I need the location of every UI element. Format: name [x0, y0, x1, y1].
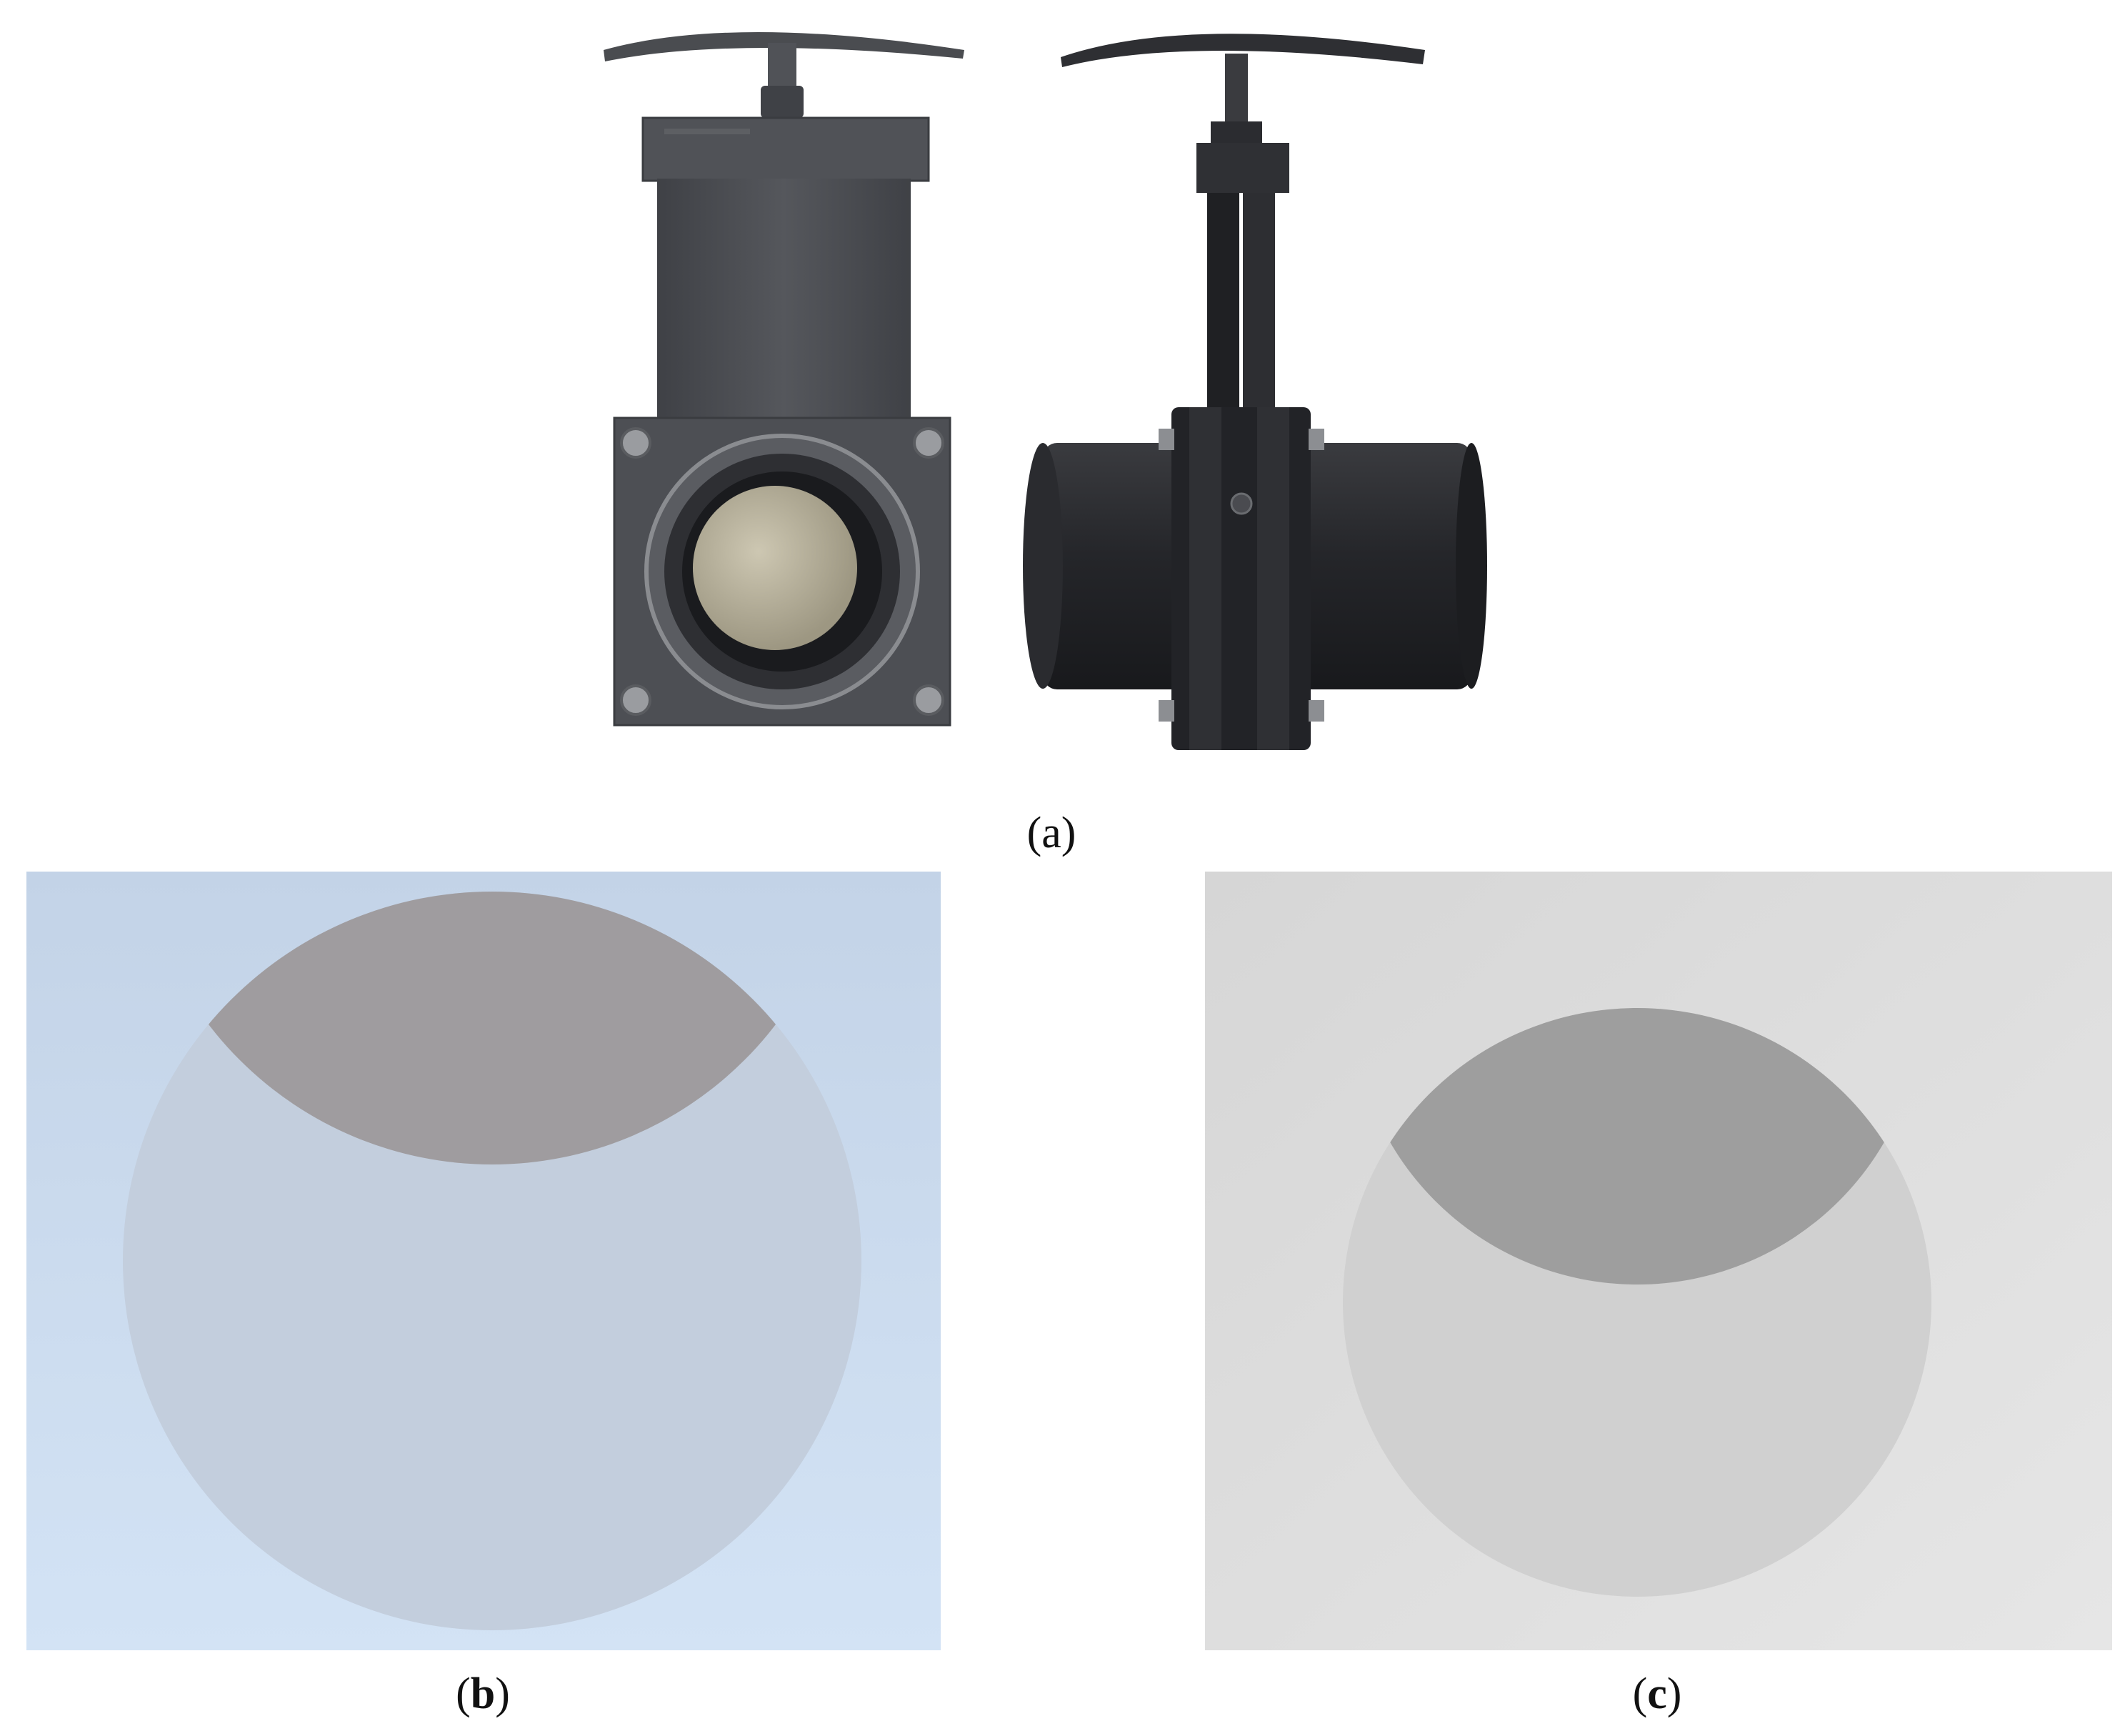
gate-valve-illustration — [604, 32, 1487, 750]
bore-render-c — [1205, 872, 2112, 1650]
caption-c-open: ( — [1632, 1670, 1648, 1718]
caption-c-close: ) — [1666, 1670, 1682, 1718]
caption-a: (a) — [980, 811, 1123, 855]
caption-c: (c) — [1586, 1672, 1729, 1716]
caption-b-open: ( — [456, 1670, 471, 1718]
caption-b: (b) — [411, 1672, 554, 1716]
valve-side-view — [1023, 34, 1487, 750]
panel-a-photo — [543, 21, 1557, 757]
caption-a-letter: a — [1041, 809, 1061, 857]
panel-b-render — [26, 872, 941, 1650]
panel-c-render — [1205, 872, 2112, 1650]
gate-segment-b — [135, 892, 849, 1164]
gate-segment-c — [1351, 1008, 1923, 1284]
caption-c-letter: c — [1647, 1670, 1667, 1718]
bore-render-b — [26, 872, 941, 1650]
caption-b-close: ) — [495, 1670, 510, 1718]
valve-front-view — [604, 32, 964, 727]
caption-a-open: ( — [1026, 809, 1042, 857]
caption-b-letter: b — [470, 1670, 496, 1718]
caption-a-close: ) — [1061, 809, 1076, 857]
